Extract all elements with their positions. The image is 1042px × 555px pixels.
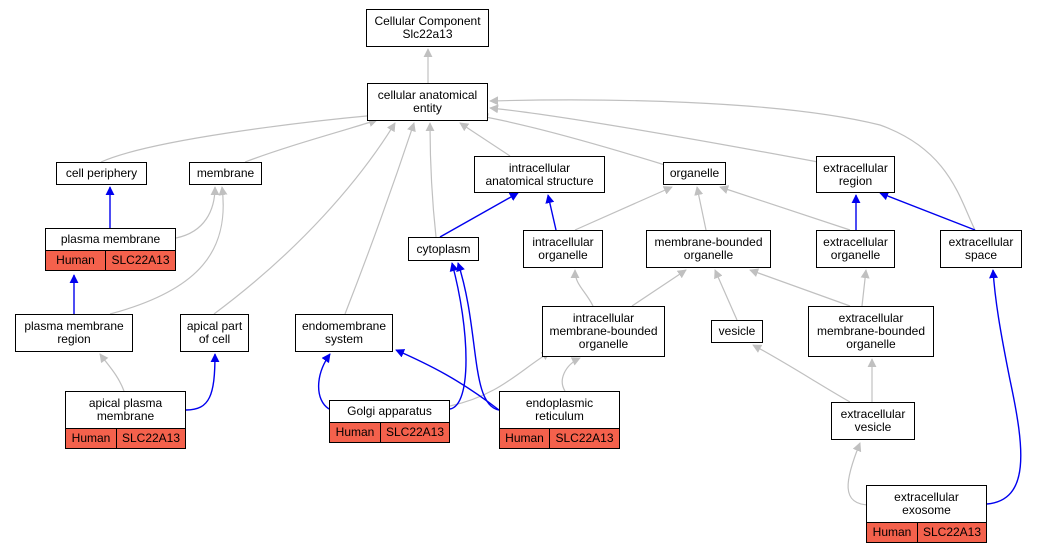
edge-er-to-imbo (561, 357, 581, 392)
node-intracellular-membrane-bounded-organelle[interactable]: intracellular membrane-bounded organelle (542, 306, 665, 357)
node-cellular-component[interactable]: Cellular Component Slc22a13 (366, 9, 489, 47)
node-cytoplasm[interactable]: cytoplasm (408, 237, 479, 261)
edge-imbo-to-mbo (631, 269, 687, 307)
node-intracellular-organelle[interactable]: intracellular organelle (523, 230, 603, 268)
node-apical-plasma-membrane[interactable]: apical plasma membrane (65, 391, 186, 429)
node-extracellular-exosome[interactable]: extracellular exosome (866, 485, 987, 523)
node-golgi-apparatus[interactable]: Golgi apparatus (329, 400, 450, 423)
node-endomembrane-system[interactable]: endomembrane system (295, 314, 393, 352)
gene-label: SLC22A13 (385, 425, 445, 439)
species-label: Human (867, 523, 918, 542)
node-membrane[interactable]: membrane (189, 162, 262, 185)
edge-endomembrane-to-entity (344, 122, 416, 315)
edge-pmregion-to-membrane (109, 186, 228, 315)
annotation-tag-apical-plasma-membrane[interactable]: Human SLC22A13 (65, 428, 186, 449)
edge-membrane-to-entity (244, 118, 378, 163)
edge-organelle-to-entity (479, 113, 666, 166)
node-cellular-anatomical-entity[interactable]: cellular anatomical entity (367, 83, 488, 121)
node-intracellular-anatomical-structure[interactable]: intracellular anatomical structure (474, 156, 605, 193)
species-label: Human (330, 423, 381, 442)
edge-vesicle-to-mbo (714, 269, 738, 321)
node-organelle[interactable]: organelle (663, 162, 726, 185)
gene-label: SLC22A13 (922, 525, 982, 539)
annotation-tag-golgi-apparatus[interactable]: Human SLC22A13 (329, 422, 450, 443)
edge-exosome-to-extvesicle (847, 442, 871, 506)
species-label: Human (46, 251, 106, 270)
edge-golgi-to-endomembrane (318, 353, 331, 410)
node-membrane-bounded-organelle[interactable]: membrane-bounded organelle (646, 230, 771, 268)
node-plasma-membrane[interactable]: plasma membrane (45, 228, 176, 251)
node-extracellular-region[interactable]: extracellular region (816, 156, 895, 193)
edge-introrg-to-ias (545, 194, 557, 231)
edge-cytoplasm-to-entity (425, 122, 437, 238)
edge-apm-to-pmregion (99, 353, 125, 392)
edge-ias-to-entity (459, 122, 511, 157)
annotation-tag-plasma-membrane[interactable]: Human SLC22A13 (45, 250, 176, 271)
node-apical-part-of-cell[interactable]: apical part of cell (180, 314, 249, 352)
edge-introrg-to-organelle (574, 186, 673, 231)
edge-extspace-to-entity (489, 96, 976, 231)
species-label: Human (66, 429, 117, 448)
edge-cellperiphery-to-entity (100, 111, 378, 163)
edge-extspace-to-extregion (879, 191, 976, 231)
edge-apm-to-apicalpart (185, 353, 220, 411)
edge-extvesicle-to-vesicle (752, 344, 851, 403)
edge-embo-to-extorg (860, 269, 870, 307)
edge-er-to-endomembrane (395, 349, 500, 411)
gene-label: SLC22A13 (111, 253, 170, 267)
node-cell-periphery[interactable]: cell periphery (56, 162, 147, 185)
annotation-tag-endoplasmic-reticulum[interactable]: Human SLC22A13 (499, 428, 620, 449)
gene-label: SLC22A13 (121, 431, 181, 445)
edge-extregion-to-entity (489, 104, 819, 163)
edge-cytoplasm-to-ias (439, 192, 519, 238)
edge-er-to-cytoplasm (456, 262, 500, 411)
node-extracellular-vesicle[interactable]: extracellular vesicle (831, 402, 915, 440)
node-vesicle[interactable]: vesicle (711, 320, 763, 343)
edge-plasmamembrane-to-membrane (175, 186, 220, 239)
edge-embo-to-mbo (749, 268, 851, 307)
edge-imbo-to-introrg (570, 269, 594, 307)
edge-exosome-to-extspace (986, 269, 1022, 505)
species-label: Human (500, 429, 550, 448)
edge-golgi-to-cytoplasm (449, 262, 467, 410)
edge-golgi-to-imbo (449, 351, 551, 407)
node-extracellular-membrane-bounded-organelle[interactable]: extracellular membrane-bounded organelle (808, 306, 934, 357)
edge-mbo-to-organelle (694, 186, 707, 231)
edge-extorg-to-organelle (719, 185, 851, 231)
node-endoplasmic-reticulum[interactable]: endoplasmic reticulum (499, 391, 620, 429)
gene-label: SLC22A13 (555, 431, 614, 445)
annotation-tag-extracellular-exosome[interactable]: Human SLC22A13 (866, 522, 987, 543)
node-plasma-membrane-region[interactable]: plasma membrane region (15, 314, 133, 352)
edge-apicalpart-to-entity (213, 122, 396, 315)
node-extracellular-organelle[interactable]: extracellular organelle (816, 230, 895, 268)
node-extracellular-space[interactable]: extracellular space (940, 230, 1022, 268)
